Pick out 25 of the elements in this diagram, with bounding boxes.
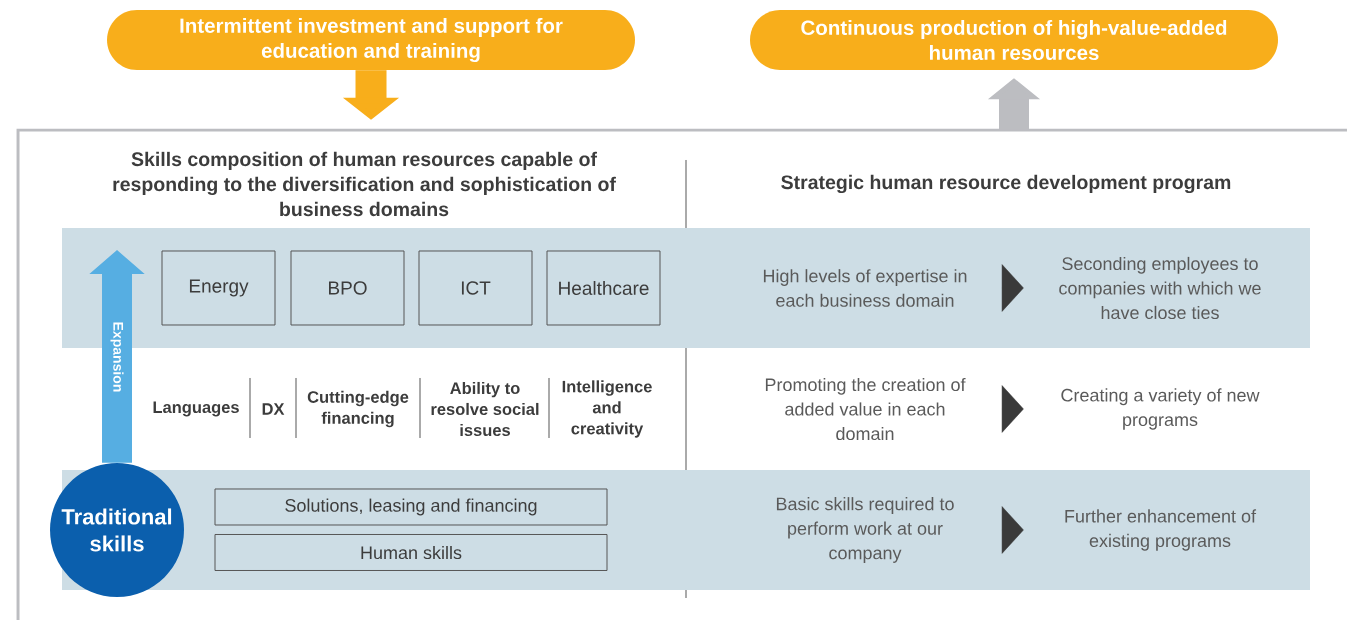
program-text: High levels of expertise in each business domain bbox=[763, 269, 967, 307]
domain-box: BPO bbox=[290, 250, 405, 326]
domain-box: Healthcare bbox=[546, 250, 661, 326]
program-text: Promoting the creation of added value in each domain bbox=[765, 377, 966, 441]
skill-label: Ability to resolve social issues bbox=[431, 381, 539, 437]
skill-label: DX bbox=[262, 403, 285, 415]
program-text: Seconding employees to companies with which we have close ties bbox=[1059, 256, 1261, 320]
arrow bbox=[1001, 506, 1024, 554]
skill-label: Intelligence and creativity bbox=[562, 380, 652, 438]
edge-label: Expansion bbox=[109, 320, 125, 394]
skill-label: Cutting-edge financing bbox=[307, 390, 409, 428]
section-heading: Strategic human resource development program bbox=[781, 174, 1231, 194]
program-text: Basic skills required to perform work at our company bbox=[776, 497, 954, 563]
section-heading: Skills composition of human resources capable of responding to the diversification and sophistication of business domains bbox=[113, 151, 616, 217]
goal-pill: Continuous production of high-value-added human resources bbox=[750, 10, 1278, 70]
program-text: Further enhancement of existing programs bbox=[1065, 509, 1257, 551]
domain-box: ICT bbox=[418, 250, 533, 326]
skill-box: Human skills bbox=[214, 534, 608, 571]
domain-box: Energy bbox=[161, 250, 276, 326]
goal-pill: Intermittent investment and support for education and training bbox=[107, 10, 635, 70]
program-text: Creating a variety of new programs bbox=[1061, 388, 1260, 430]
skill-box: Solutions, leasing and financing bbox=[214, 488, 608, 526]
arrow bbox=[1001, 385, 1024, 433]
arrow bbox=[1001, 264, 1024, 312]
skill-label: Languages bbox=[153, 401, 239, 417]
